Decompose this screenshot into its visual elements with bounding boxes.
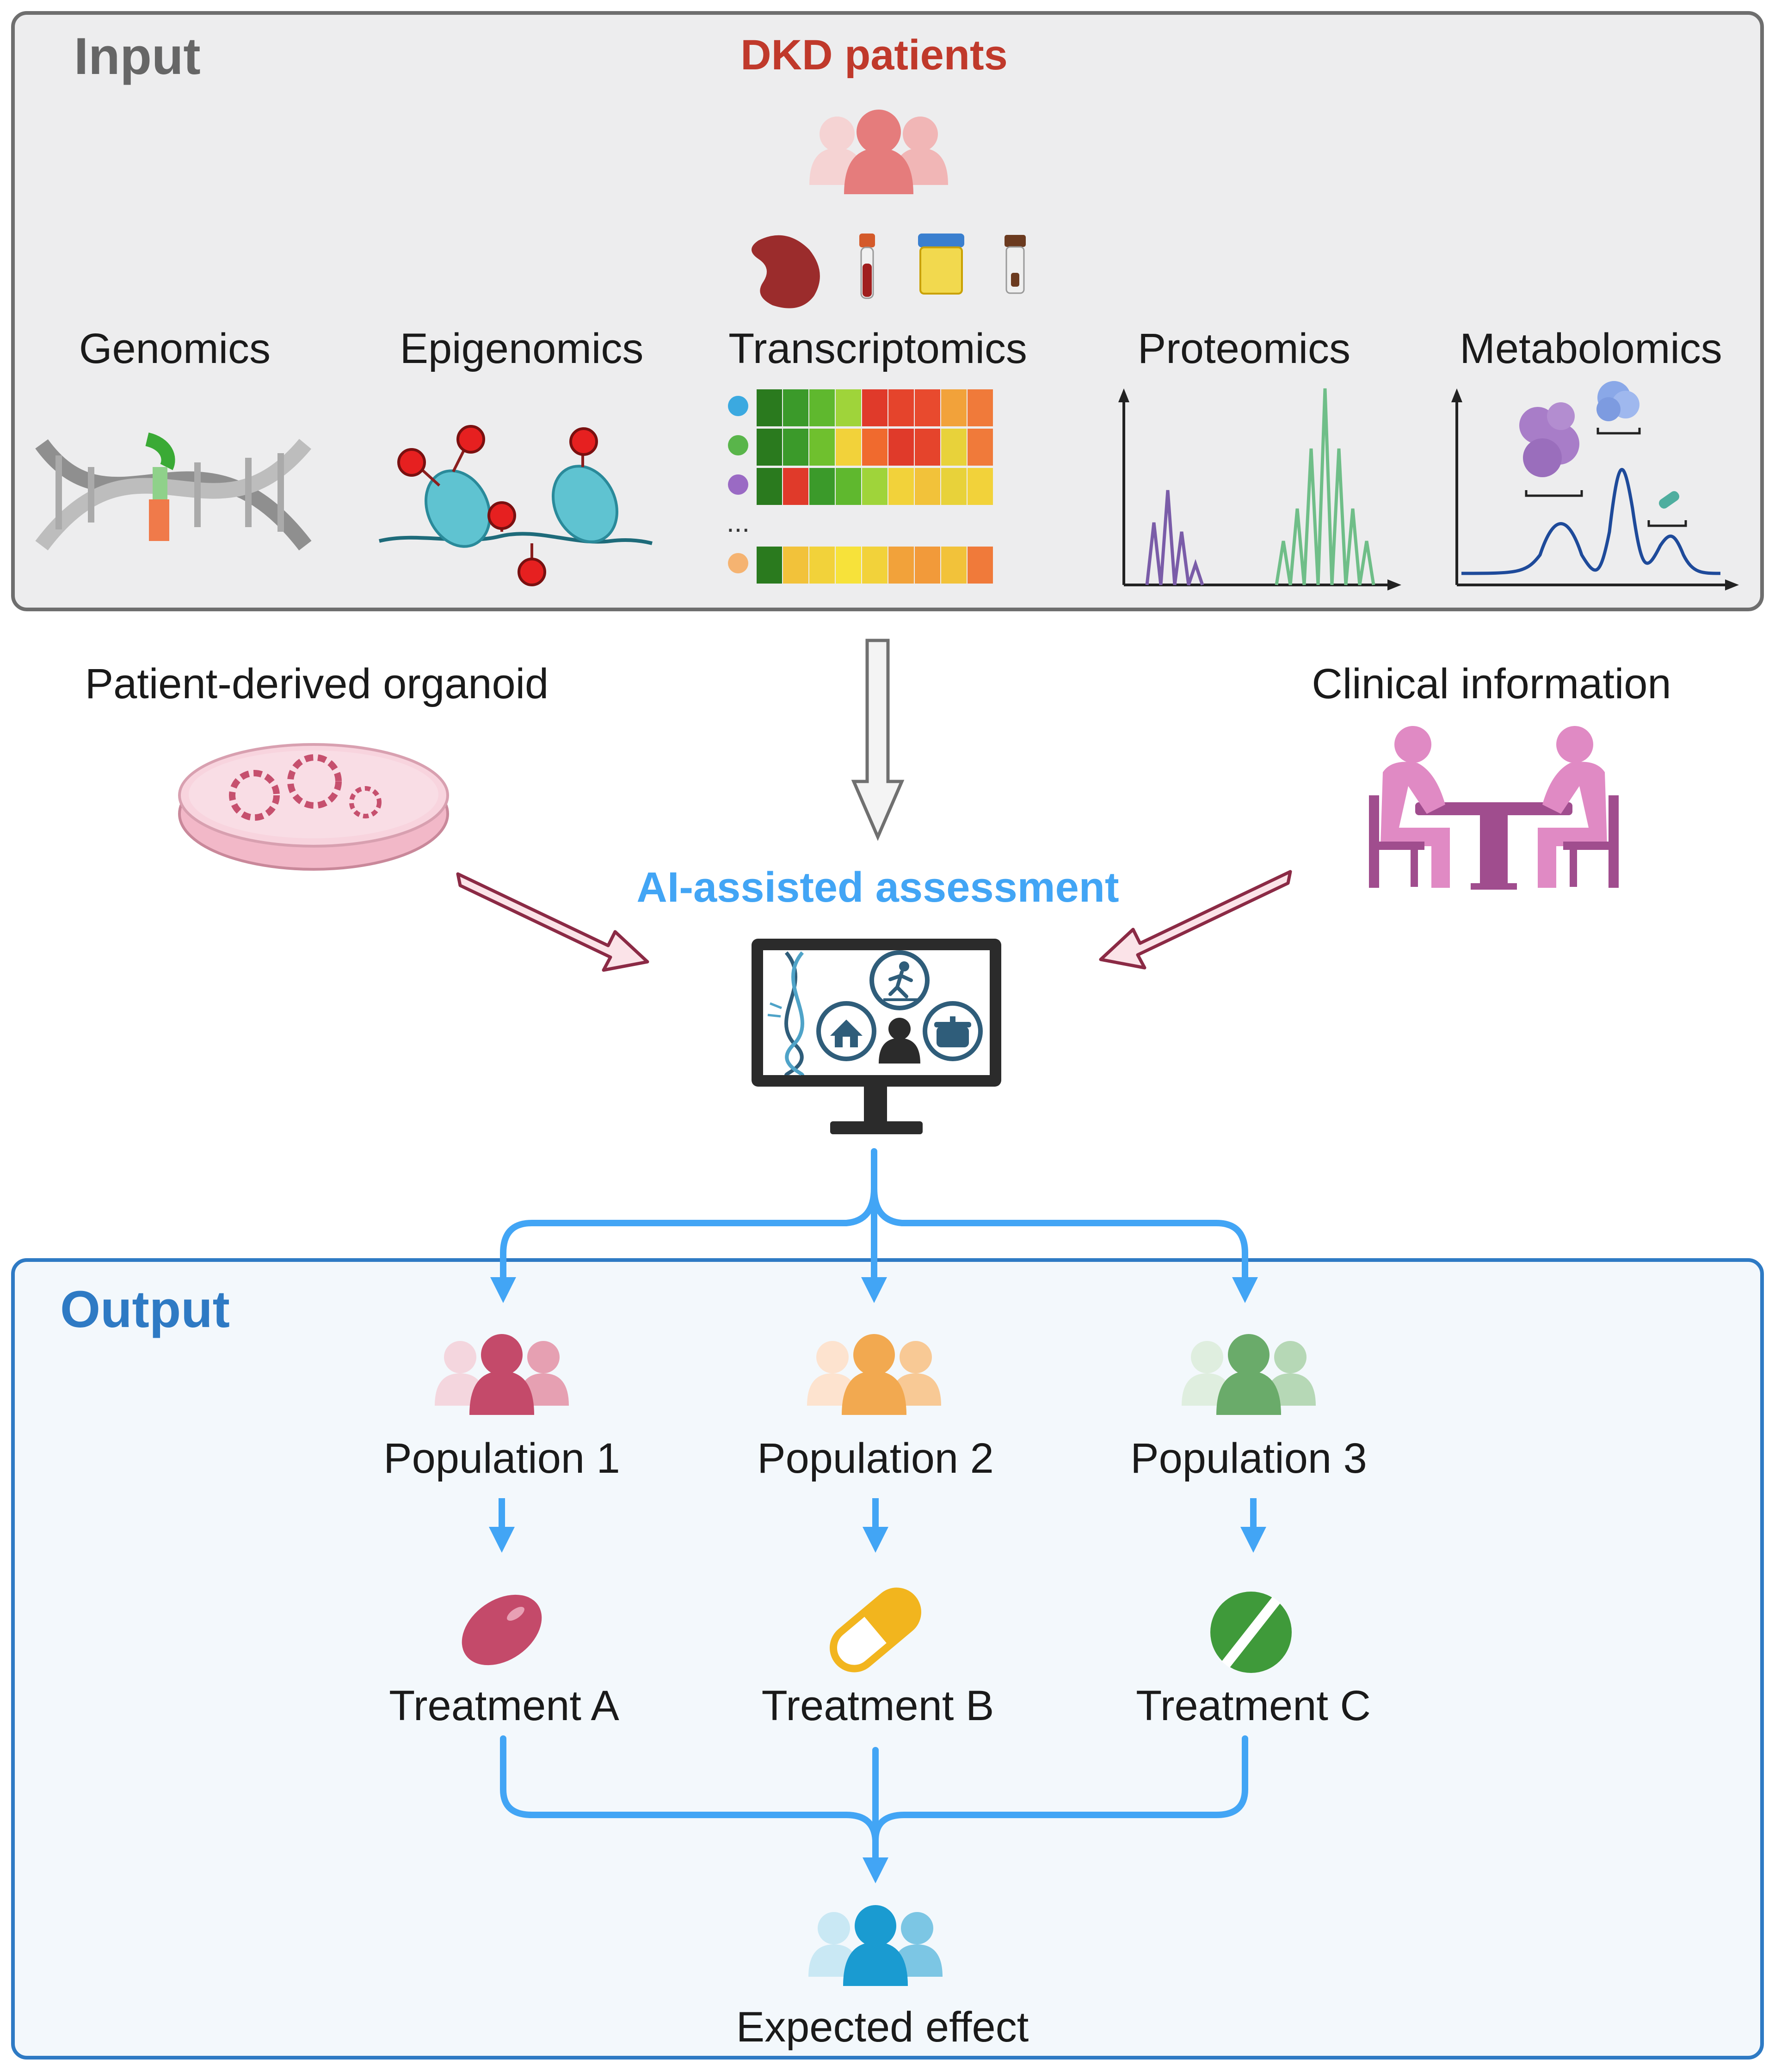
heatmap-cell (862, 429, 888, 466)
treatment-a-label: Treatment A (389, 1682, 619, 1729)
omics-label-proteomics: Proteomics (1138, 325, 1350, 372)
heatmap-cell (862, 547, 888, 584)
home-icon (816, 1001, 876, 1061)
heatmap-cell (968, 389, 993, 426)
assessment-label: AI-assisted assessment (636, 864, 1119, 911)
omics-label-genomics: Genomics (79, 325, 271, 372)
heatmap-cell (888, 429, 914, 466)
population-1-icon (435, 1334, 569, 1415)
dna-icon (767, 951, 804, 1076)
organoid-arrow (456, 872, 649, 972)
heatmap-cell (757, 429, 782, 466)
heatmap-ellipsis: ... (727, 507, 750, 538)
heatmap-cell (968, 547, 993, 584)
clinical-label: Clinical information (1312, 660, 1671, 707)
treatment-b-capsule-icon (830, 1587, 921, 1672)
heatmap-cell (941, 429, 967, 466)
treatment-b-label: Treatment B (762, 1682, 994, 1729)
nucleosome-icon (379, 425, 653, 586)
heatmap-cell (941, 389, 967, 426)
converging-flow-lines (500, 1735, 1248, 1883)
heatmap-cell (783, 389, 808, 426)
heatmap-cell (836, 429, 861, 466)
cooking-pot-icon (923, 1001, 983, 1061)
output-panel: Output (11, 1258, 1764, 2060)
metabolomics-chart (1451, 381, 1739, 590)
heatmap-cell (941, 547, 967, 584)
heatmap-cell (862, 468, 888, 505)
heatmap-cell (836, 547, 861, 584)
patients-label: DKD patients (740, 31, 1008, 79)
population-3-icon (1182, 1334, 1316, 1415)
heatmap-cell (915, 547, 940, 584)
heatmap-cell (809, 468, 835, 505)
exercise-icon (869, 950, 930, 1010)
heatmap-cell (941, 468, 967, 505)
cell-icon (728, 396, 748, 416)
output-title: Output (60, 1280, 230, 1338)
medium-molecule-icon (1596, 381, 1639, 421)
expected-effect-label: Expected effect (736, 2004, 1029, 2051)
gray-down-arrow (851, 639, 905, 841)
heatmap-cell (809, 547, 835, 584)
heatmap-cell (809, 429, 835, 466)
omics-label-epigenomics: Epigenomics (400, 325, 644, 372)
heatmap-cell (783, 547, 808, 584)
monitor-icon (752, 939, 1001, 1134)
heatmap-cell (888, 547, 914, 584)
omics-label-transcriptomics: Transcriptomics (728, 325, 1027, 372)
small-molecule-icon (1658, 491, 1680, 509)
population-2-label: Population 2 (757, 1435, 994, 1482)
population-column-2: Population 2 Treatment B (757, 1334, 994, 1729)
heatmap-cell (915, 429, 940, 466)
heatmap-cell (888, 468, 914, 505)
heatmap-cell (836, 389, 861, 426)
large-molecule-icon (1519, 402, 1579, 477)
cell-icon (728, 553, 748, 573)
cell-icon (728, 435, 748, 455)
heatmap-cell (888, 389, 914, 426)
urine-cup-icon (918, 234, 964, 295)
input-panel: Input DKD patients (11, 11, 1764, 611)
heatmap-cell (783, 429, 808, 466)
population-column-1: Population 1 Treatment A (383, 1334, 620, 1729)
heatmap-cell (862, 389, 888, 426)
dna-helix-icon (35, 432, 312, 551)
petri-dish-icon (178, 743, 449, 871)
organoid-icon (229, 754, 382, 821)
kidney-icon (752, 235, 820, 308)
heatmap-cell (757, 389, 782, 426)
blood-tube-icon (859, 234, 875, 299)
clinical-arrow (1099, 870, 1292, 970)
population-1-label: Population 1 (383, 1435, 620, 1482)
patients-icon (809, 110, 948, 194)
clinical-consultation-icon (1369, 726, 1619, 890)
heatmap-cell (968, 429, 993, 466)
heatmap-cell (915, 389, 940, 426)
person-icon (879, 1018, 920, 1064)
treatment-c-label: Treatment C (1136, 1682, 1371, 1729)
heatmap-cell (757, 468, 782, 505)
stool-tube-icon (1005, 235, 1026, 294)
heatmap-cell (757, 547, 782, 584)
heatmap-cell (968, 468, 993, 505)
population-column-3: Population 3 Treatment C (1130, 1334, 1371, 1729)
heatmap-cell (809, 389, 835, 426)
proteomics-chart (1118, 388, 1401, 590)
cell-icon (728, 474, 748, 495)
omics-label-metabolomics: Metabolomics (1460, 325, 1722, 372)
heatmap-cell (836, 468, 861, 505)
treatment-c-tablet-icon (1210, 1592, 1292, 1673)
heatmap: ... (727, 389, 993, 584)
treatment-a-icon (462, 1594, 542, 1666)
heatmap-cell (783, 468, 808, 505)
heatmap-cell (915, 468, 940, 505)
input-title: Input (74, 27, 201, 85)
expected-effect-icon (808, 1905, 943, 1986)
organoid-label: Patient-derived organoid (85, 660, 549, 707)
population-3-label: Population 3 (1130, 1435, 1367, 1482)
population-2-icon (807, 1334, 941, 1415)
